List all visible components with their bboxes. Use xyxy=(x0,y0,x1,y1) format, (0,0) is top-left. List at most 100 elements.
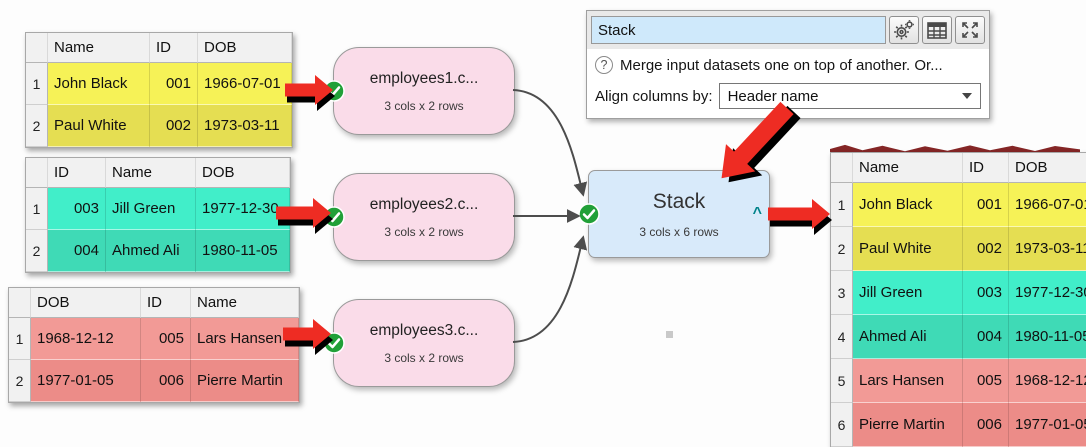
table-row: 2 004 Ahmed Ali 1980-11-05 xyxy=(26,230,290,272)
table-cell: Ahmed Ali xyxy=(853,315,963,359)
node-employees2[interactable]: employees2.c... 3 cols x 2 rows xyxy=(323,173,515,261)
table-row: 2 1977-01-05 006 Pierre Martin xyxy=(9,360,299,402)
node-title: employees2.c... xyxy=(369,195,479,213)
node-employees1[interactable]: employees1.c... 3 cols x 2 rows xyxy=(323,47,515,135)
row-number: 2 xyxy=(9,360,31,402)
row-number-header xyxy=(831,153,853,183)
panel-description-row: ? Merge input datasets one on top of ano… xyxy=(587,49,989,77)
align-columns-value: Header name xyxy=(727,87,819,105)
panel-toolbar xyxy=(587,11,989,49)
row-number: 5 xyxy=(831,359,853,403)
node-connector-lines xyxy=(512,89,588,343)
table-header-row: DOB ID Name xyxy=(9,288,299,318)
table-cell: 1977-12-30 xyxy=(1009,271,1086,315)
table-row: 1 John Black 001 1966-07-01 xyxy=(26,63,292,105)
row-number: 2 xyxy=(831,227,853,271)
column-header: ID xyxy=(963,153,1009,183)
column-header: DOB xyxy=(1009,153,1086,183)
transform-name-input[interactable] xyxy=(591,16,886,44)
table-row: 2 Paul White 002 1973-03-11 xyxy=(831,227,1086,271)
table-row: 1 003 Jill Green 1977-12-30 xyxy=(26,188,290,230)
column-header: Name xyxy=(853,153,963,183)
table-cell: 006 xyxy=(141,360,191,402)
transform-description: Merge input datasets one on top of anoth… xyxy=(620,56,943,74)
table-header-row: Name ID DOB xyxy=(831,153,1086,183)
table-cell: 004 xyxy=(48,230,106,272)
table-icon xyxy=(927,21,947,39)
table-cell: Jill Green xyxy=(853,271,963,315)
table-cell: 004 xyxy=(963,315,1009,359)
row-number-header xyxy=(26,158,48,188)
table-header-row: ID Name DOB xyxy=(26,158,290,188)
table-cell: Ahmed Ali xyxy=(106,230,196,272)
table-cell: 1977-01-05 xyxy=(1009,403,1086,447)
align-columns-select[interactable]: Header name xyxy=(718,83,981,109)
table-cell: 1968-12-12 xyxy=(1009,359,1086,403)
table-row: 4 Ahmed Ali 004 1980-11-05 xyxy=(831,315,1086,359)
column-header: DOB xyxy=(31,288,141,318)
help-icon[interactable]: ? xyxy=(595,56,613,74)
ok-status-icon xyxy=(323,206,345,228)
row-number-header xyxy=(9,288,31,318)
table-cell: 001 xyxy=(963,183,1009,227)
node-title: Stack xyxy=(652,189,706,213)
table-view-button[interactable] xyxy=(922,16,952,44)
row-number: 4 xyxy=(831,315,853,359)
canvas-grid-dot xyxy=(666,331,673,338)
row-number: 1 xyxy=(26,63,48,105)
table-cell: 1977-01-05 xyxy=(31,360,141,402)
panel-options-row: Align columns by: Header name xyxy=(587,77,989,118)
gear-icon xyxy=(894,20,914,40)
table-cell: 1973-03-11 xyxy=(198,105,292,147)
table-cell: 1977-12-30 xyxy=(196,188,290,230)
row-number: 2 xyxy=(26,105,48,147)
input-table-1: Name ID DOB 1 John Black 001 1966-07-01 … xyxy=(25,32,293,148)
table-cell: 002 xyxy=(963,227,1009,271)
node-employees3[interactable]: employees3.c... 3 cols x 2 rows xyxy=(323,299,515,387)
table-cell: Paul White xyxy=(48,105,150,147)
table-row: 2 Paul White 002 1973-03-11 xyxy=(26,105,292,147)
table-cell: Lars Hansen xyxy=(191,318,299,360)
table-cell: 1980-11-05 xyxy=(196,230,290,272)
node-stack[interactable]: Stack 3 cols x 6 rows ^ xyxy=(578,170,770,258)
table-cell: 001 xyxy=(150,63,198,105)
fullscreen-button[interactable] xyxy=(955,16,985,44)
red-arrow-output xyxy=(768,199,832,235)
table-row: 1 1968-12-12 005 Lars Hansen xyxy=(9,318,299,360)
input-table-2: ID Name DOB 1 003 Jill Green 1977-12-30 … xyxy=(25,157,291,273)
ok-status-icon xyxy=(578,203,600,225)
align-columns-label: Align columns by: xyxy=(595,87,713,105)
node-dimensions: 3 cols x 6 rows xyxy=(639,224,719,239)
node-dimensions: 3 cols x 2 rows xyxy=(384,98,464,113)
row-number: 1 xyxy=(26,188,48,230)
ok-status-icon xyxy=(323,80,345,102)
table-header-row: Name ID DOB xyxy=(26,33,292,63)
table-cell: John Black xyxy=(853,183,963,227)
node-title: employees3.c... xyxy=(369,321,479,339)
table-row: 1 John Black 001 1966-07-01 xyxy=(831,183,1086,227)
output-table: Name ID DOB 1 John Black 001 1966-07-01 … xyxy=(830,152,1086,447)
column-header: DOB xyxy=(198,33,292,63)
column-header: Name xyxy=(106,158,196,188)
node-dimensions: 3 cols x 2 rows xyxy=(384,224,464,239)
table-cell: Paul White xyxy=(853,227,963,271)
table-row: 6 Pierre Martin 006 1977-01-05 xyxy=(831,403,1086,447)
row-number: 1 xyxy=(9,318,31,360)
collapse-caret-icon[interactable]: ^ xyxy=(752,205,762,222)
column-header: Name xyxy=(48,33,150,63)
table-cell: 1973-03-11 xyxy=(1009,227,1086,271)
row-number: 3 xyxy=(831,271,853,315)
node-dimensions: 3 cols x 2 rows xyxy=(384,350,464,365)
input-table-3: DOB ID Name 1 1968-12-12 005 Lars Hansen… xyxy=(8,287,300,403)
row-number: 6 xyxy=(831,403,853,447)
column-header: Name xyxy=(191,288,299,318)
column-header: ID xyxy=(48,158,106,188)
table-cell: 1966-07-01 xyxy=(1009,183,1086,227)
ok-status-icon xyxy=(323,332,345,354)
row-number: 2 xyxy=(26,230,48,272)
table-row: 3 Jill Green 003 1977-12-30 xyxy=(831,271,1086,315)
table-cell: Lars Hansen xyxy=(853,359,963,403)
table-cell: 005 xyxy=(141,318,191,360)
settings-button[interactable] xyxy=(889,16,919,44)
